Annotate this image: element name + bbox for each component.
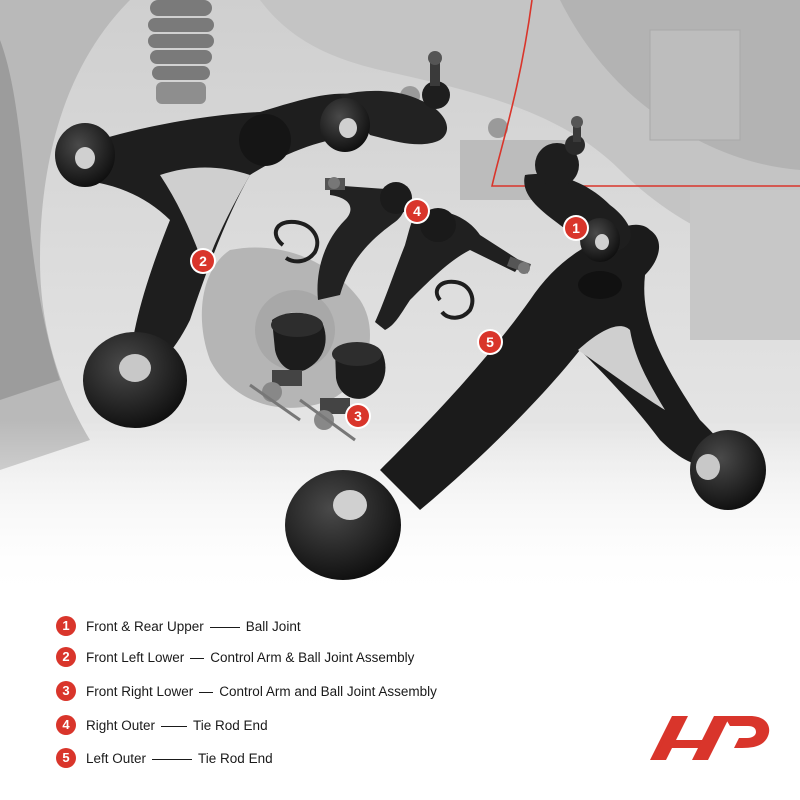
legend-description: Tie Rod End: [198, 750, 273, 766]
legend-item: 4 Right Outer Tie Rod End: [56, 713, 268, 737]
legend-part-name: Left Outer: [86, 750, 147, 766]
left-lower-control-arm: [55, 51, 450, 428]
legend-description: Control Arm and Ball Joint Assembly: [219, 683, 437, 699]
legend-part-name: Front Left Lower: [86, 649, 185, 665]
legend-description: Tie Rod End: [193, 717, 268, 733]
legend-description: Control Arm & Ball Joint Assembly: [210, 649, 415, 665]
snap-rings: [273, 219, 475, 320]
legend-connector: [209, 626, 240, 628]
product-photo: [0, 0, 800, 600]
marker-2: 2: [192, 250, 214, 272]
brand-logo-icon: [650, 716, 770, 760]
marker-1: 1: [565, 217, 587, 239]
legend-number: 1: [56, 616, 76, 636]
legend-item: 5 Left Outer Tie Rod End: [56, 746, 273, 770]
right-lower-control-arm: [285, 116, 766, 580]
tie-rod-ends: [317, 177, 532, 330]
legend-part-name: Front Right Lower: [86, 683, 194, 699]
marker-5: 5: [479, 331, 501, 353]
legend-description: Ball Joint: [245, 618, 301, 634]
legend-number: 3: [56, 681, 76, 701]
ball-joints: [249, 312, 386, 442]
legend-connector: [152, 758, 193, 760]
legend-item: 2 Front Left Lower Control Arm & Ball Jo…: [56, 645, 414, 669]
legend-item: 3 Front Right Lower Control Arm and Ball…: [56, 679, 437, 703]
legend-part-name: Right Outer: [86, 717, 156, 733]
legend-connector: [190, 657, 205, 659]
marker-3: 3: [347, 405, 369, 427]
legend-connector: [161, 725, 188, 727]
legend-number: 4: [56, 715, 76, 735]
legend-number: 2: [56, 647, 76, 667]
legend-connector: [199, 691, 214, 693]
legend-number: 5: [56, 748, 76, 768]
marker-4: 4: [406, 200, 428, 222]
legend-item: 1 Front & Rear Upper Ball Joint: [56, 614, 301, 638]
legend-part-name: Front & Rear Upper: [86, 618, 204, 634]
